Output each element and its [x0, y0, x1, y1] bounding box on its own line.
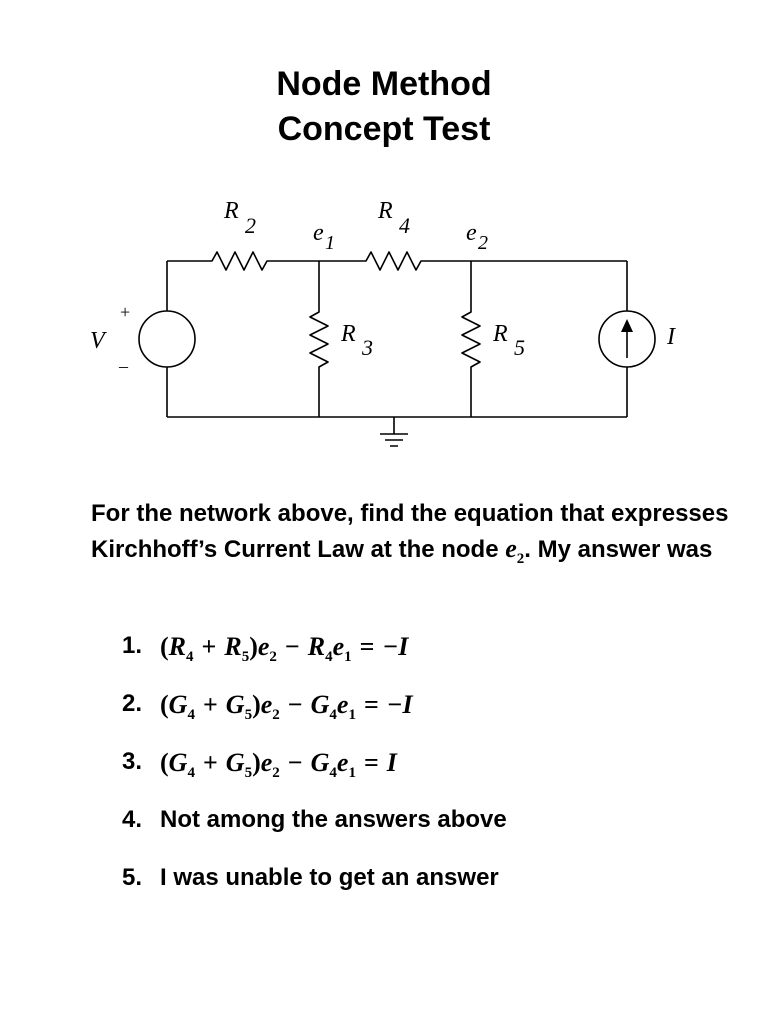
- top-wire: [167, 251, 627, 271]
- choice-equation: (G4+G5)e2−G4e1=I: [160, 748, 397, 782]
- label-e1-sub: 1: [325, 232, 335, 254]
- label-e2-sub: 2: [478, 232, 488, 254]
- label-v: V: [90, 328, 107, 354]
- label-r2: R: [223, 198, 239, 224]
- choice-text: I was unable to get an answer: [160, 864, 499, 891]
- choice-5[interactable]: 5. I was unable to get an answer: [122, 864, 507, 922]
- choice-number: 2.: [122, 690, 143, 717]
- answer-choices: 1. (R4+R5)e2−R4e1=−I 2. (G4+G5)e2−G4e1=−…: [122, 632, 507, 922]
- choice-3[interactable]: 3. (G4+G5)e2−G4e1=I: [122, 748, 507, 806]
- choice-1[interactable]: 1. (R4+R5)e2−R4e1=−I: [122, 632, 507, 690]
- choice-number: 3.: [122, 748, 143, 775]
- title-line-1: Node Method: [276, 65, 492, 103]
- r3-branch: [309, 261, 329, 417]
- choice-equation: (R4+R5)e2−R4e1=−I: [160, 632, 409, 666]
- page-title: Node Method Concept Test: [0, 62, 768, 152]
- label-plus: +: [120, 302, 130, 322]
- circuit-diagram: R 2 R 4 e 1 e 2 R 3 R 5 V I + –: [90, 198, 676, 447]
- label-r4-sub: 4: [399, 213, 410, 238]
- label-e2: e: [466, 220, 477, 246]
- label-e1: e: [313, 220, 324, 246]
- arrow-head-icon: [621, 319, 633, 332]
- label-r5-sub: 5: [514, 335, 525, 360]
- label-r3-sub: 3: [361, 335, 373, 360]
- label-r5: R: [492, 321, 508, 347]
- choice-equation: (G4+G5)e2−G4e1=−I: [160, 690, 413, 724]
- choice-number: 4.: [122, 806, 143, 833]
- voltage-source-icon: [138, 310, 196, 368]
- current-source-icon: [598, 310, 656, 368]
- title-line-2: Concept Test: [277, 110, 491, 148]
- choice-number: 5.: [122, 864, 143, 891]
- question-text-after: . My answer was: [524, 536, 713, 563]
- label-r4: R: [377, 198, 393, 224]
- label-minus: –: [118, 356, 129, 376]
- choice-text: Not among the answers above: [160, 806, 507, 833]
- label-r3: R: [340, 321, 356, 347]
- r5-branch: [461, 261, 481, 417]
- choice-4[interactable]: 4. Not among the answers above: [122, 806, 507, 864]
- question-node-var: e2: [505, 534, 525, 568]
- question-text: For the network above, find the equation…: [91, 496, 731, 577]
- ground-icon: [380, 417, 408, 447]
- choice-2[interactable]: 2. (G4+G5)e2−G4e1=−I: [122, 690, 507, 748]
- question-text-before: For the network above, find the equation…: [91, 500, 729, 563]
- choice-number: 1.: [122, 632, 143, 659]
- label-r2-sub: 2: [245, 213, 256, 238]
- label-i: I: [666, 324, 676, 350]
